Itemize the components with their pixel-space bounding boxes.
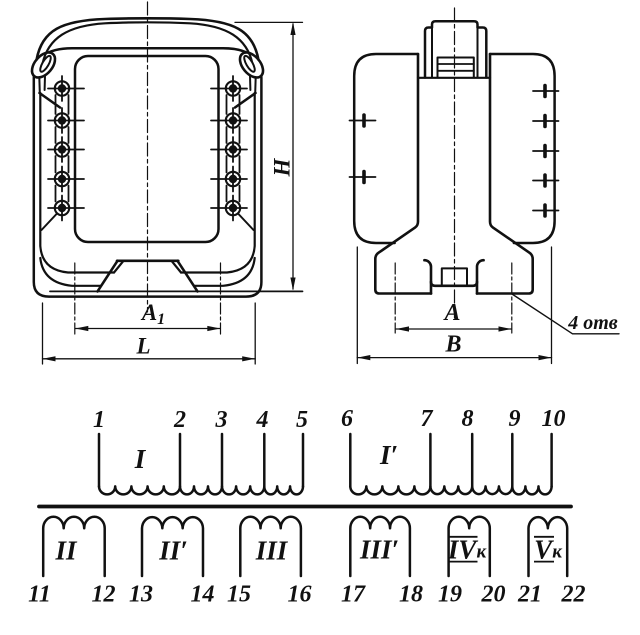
svg-text:1: 1 [93, 407, 105, 433]
svg-text:20: 20 [481, 582, 506, 608]
svg-text:III′: III′ [359, 535, 399, 565]
svg-text:Vк: Vк [534, 535, 563, 565]
svg-text:15: 15 [227, 582, 251, 608]
svg-text:9: 9 [509, 406, 521, 432]
svg-text:4 отв: 4 отв [567, 312, 618, 334]
svg-text:H: H [270, 157, 295, 177]
svg-text:16: 16 [288, 582, 312, 608]
svg-text:I′: I′ [379, 440, 398, 470]
svg-text:10: 10 [542, 406, 566, 432]
svg-text:7: 7 [421, 406, 434, 432]
svg-text:21: 21 [517, 582, 542, 608]
svg-text:I: I [134, 444, 147, 474]
svg-text:17: 17 [341, 582, 366, 608]
svg-text:14: 14 [191, 582, 215, 608]
svg-text:B: B [444, 332, 461, 358]
svg-text:5: 5 [296, 407, 308, 433]
svg-text:II′: II′ [158, 536, 188, 566]
svg-text:L: L [135, 334, 150, 359]
svg-text:18: 18 [399, 582, 423, 608]
svg-text:19: 19 [438, 582, 462, 608]
svg-text:6: 6 [341, 406, 353, 432]
svg-text:II: II [54, 536, 78, 566]
svg-text:12: 12 [92, 582, 116, 608]
svg-text:8: 8 [462, 406, 474, 432]
svg-text:3: 3 [215, 407, 228, 433]
svg-text:11: 11 [28, 582, 51, 608]
svg-text:22: 22 [561, 582, 586, 608]
svg-text:A: A [442, 300, 460, 326]
svg-text:13: 13 [129, 582, 153, 608]
svg-text:4: 4 [256, 407, 269, 433]
svg-text:2: 2 [173, 407, 186, 433]
svg-text:III: III [255, 536, 289, 566]
